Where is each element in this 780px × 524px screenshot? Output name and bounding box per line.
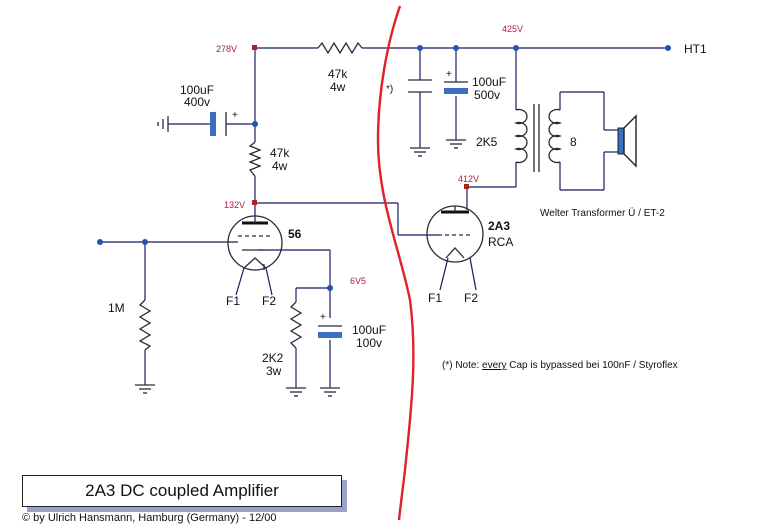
note: (*) Note: every Cap is bypassed bei 100n… [442, 360, 678, 371]
resistor-icon [138, 299, 152, 351]
resistor-grid [138, 299, 152, 351]
node-top-2 [453, 45, 459, 51]
tube-56 [227, 215, 283, 271]
r-plate-watt: 4w [272, 159, 288, 173]
vacuum-tube-icon [426, 205, 484, 263]
tube1-name: 56 [288, 227, 302, 241]
r-cathode-watt: 3w [266, 364, 282, 378]
tube1-f1: F1 [226, 294, 240, 308]
r-series-watt: 4w [330, 80, 346, 94]
c-in-voltage: 400v [184, 95, 210, 109]
c-big-voltage: 500v [474, 88, 500, 102]
node-cap-in [252, 121, 258, 127]
node-132v [252, 200, 257, 205]
tube-2a3 [426, 205, 484, 263]
ground-input-cap [157, 116, 169, 132]
c-bypass-mark: *) [386, 84, 393, 95]
node-6v5 [327, 285, 333, 291]
ground-cathode-cap [320, 387, 340, 397]
voltage-labels: 278V 425V 132V 412V 6V5 [216, 24, 523, 286]
capacitor-icon [210, 112, 216, 136]
resistor-cathode [289, 301, 303, 349]
ground-big-cap [446, 139, 466, 149]
svg-text:+: + [232, 110, 238, 121]
resistor-icon [317, 41, 363, 55]
tube1-f2: F2 [262, 294, 276, 308]
voltage-425v: 425V [502, 24, 523, 34]
junction-nodes [97, 45, 671, 291]
speaker [617, 114, 637, 168]
tube2-brand: RCA [488, 235, 513, 249]
ground-bypass [410, 147, 430, 157]
r-grid-label: 1M [108, 301, 125, 315]
c-cathode-voltage: 100v [356, 336, 382, 350]
resistor-icon [289, 301, 303, 349]
voltage-278v: 278V [216, 44, 237, 54]
node-top-1 [417, 45, 423, 51]
node-top-3 [513, 45, 519, 51]
resistor-plate [248, 141, 262, 177]
capacitor-input: + [210, 110, 238, 136]
capacitor-icon [318, 332, 342, 338]
bypass-note: (*) Note: every Cap is bypassed bei 100n… [442, 360, 678, 371]
ground-cathode-res [286, 387, 306, 397]
component-labels: HT1 47k 4w 100uF 400v 47k 4w *) 100uF 50… [108, 42, 707, 378]
node-input [97, 239, 103, 245]
node-278v [252, 45, 257, 50]
capacitor-icon [444, 88, 468, 94]
tube2-f1: F1 [428, 291, 442, 305]
node-grid [142, 239, 148, 245]
r-bleed-label: 2K5 [476, 135, 498, 149]
node-412v [464, 184, 469, 189]
capacitor-bypass [408, 79, 432, 93]
c-in-value: 100uF [180, 83, 214, 97]
vacuum-tube-icon [227, 215, 283, 271]
trafo-name: Welter Transformer Ü / ET-2 [540, 207, 665, 219]
hand-drawn-divider-line [376, 5, 415, 521]
trafo-impedance: 8 [570, 135, 577, 149]
capacitor-cathode: + [318, 312, 342, 338]
c-big-value: 100uF [472, 75, 506, 89]
resistor-series [317, 41, 363, 55]
tube2-name: 2A3 [488, 219, 510, 233]
copyright-text: © by Ulrich Hansmann, Hamburg (Germany) … [22, 512, 277, 524]
resistor-icon [248, 141, 262, 177]
r-plate-value: 47k [270, 146, 290, 160]
ht1-label: HT1 [684, 42, 707, 56]
ground-grid [135, 384, 155, 394]
diagram-title: 2A3 DC coupled Amplifier [22, 475, 342, 507]
node-ht1 [665, 45, 671, 51]
transformer-icon [514, 108, 528, 164]
voltage-412v: 412V [458, 174, 479, 184]
r-cathode-value: 2K2 [262, 351, 284, 365]
voltage-132v: 132V [224, 200, 245, 210]
svg-text:+: + [446, 69, 452, 80]
speaker-icon [617, 127, 625, 155]
voltage-6v5: 6V5 [350, 276, 366, 286]
svg-text:+: + [320, 312, 326, 323]
transformer [514, 104, 562, 172]
r-series-value: 47k [328, 67, 348, 81]
capacitor-big: + [444, 69, 468, 94]
tube2-f2: F2 [464, 291, 478, 305]
c-cathode-value: 100uF [352, 323, 386, 337]
